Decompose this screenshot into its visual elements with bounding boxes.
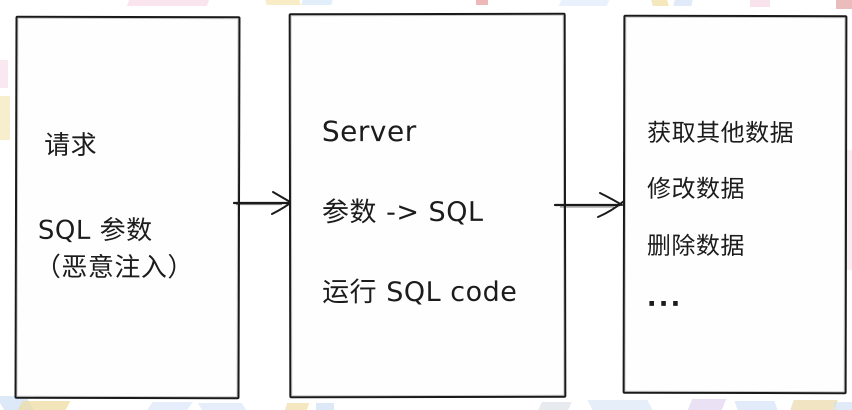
edge-artifact bbox=[750, 0, 770, 7]
edge-artifact bbox=[538, 402, 572, 410]
edge-artifact bbox=[673, 0, 693, 6]
server-run-sql: 运行 SQL code bbox=[322, 276, 518, 309]
edge-artifact bbox=[476, 0, 488, 5]
edge-artifact bbox=[836, 0, 852, 9]
box-server: Server 参数 -> SQL 运行 SQL code bbox=[288, 12, 567, 399]
edge-artifact bbox=[284, 403, 310, 410]
request-sql-param: SQL 参数 bbox=[37, 215, 153, 247]
edge-artifact bbox=[834, 402, 852, 410]
edge-artifact bbox=[126, 0, 210, 6]
box-impact: 获取其他数据 修改数据 删除数据 ... bbox=[622, 14, 848, 395]
arrow-right-icon bbox=[232, 191, 295, 215]
edge-artifact bbox=[651, 0, 669, 6]
edge-artifact bbox=[316, 403, 334, 410]
request-malicious-note: （恶意注入） bbox=[34, 252, 194, 284]
box-request: 请求 SQL 参数 （恶意注入） bbox=[14, 15, 241, 400]
impact-delete-data: 删除数据 bbox=[646, 231, 745, 261]
impact-read-data: 获取其他数据 bbox=[647, 118, 795, 148]
edge-artifact bbox=[197, 403, 247, 410]
edge-artifact bbox=[558, 0, 610, 6]
edge-artifact bbox=[17, 401, 71, 410]
edge-artifact bbox=[0, 60, 8, 88]
edge-artifact bbox=[147, 402, 193, 410]
impact-ellipsis: ... bbox=[646, 282, 683, 313]
edge-artifact bbox=[734, 401, 778, 410]
server-title: Server bbox=[321, 115, 417, 149]
impact-modify-data: 修改数据 bbox=[647, 174, 746, 204]
server-param-to-sql: 参数 -> SQL bbox=[321, 196, 484, 229]
request-title: 请求 bbox=[44, 130, 98, 161]
edge-artifact bbox=[301, 0, 333, 5]
arrow-right-icon bbox=[553, 192, 625, 218]
edge-artifact bbox=[265, 0, 301, 5]
edge-artifact bbox=[790, 400, 838, 410]
edge-artifact bbox=[587, 400, 653, 410]
edge-artifact bbox=[687, 399, 727, 410]
edge-artifact bbox=[0, 96, 10, 140]
